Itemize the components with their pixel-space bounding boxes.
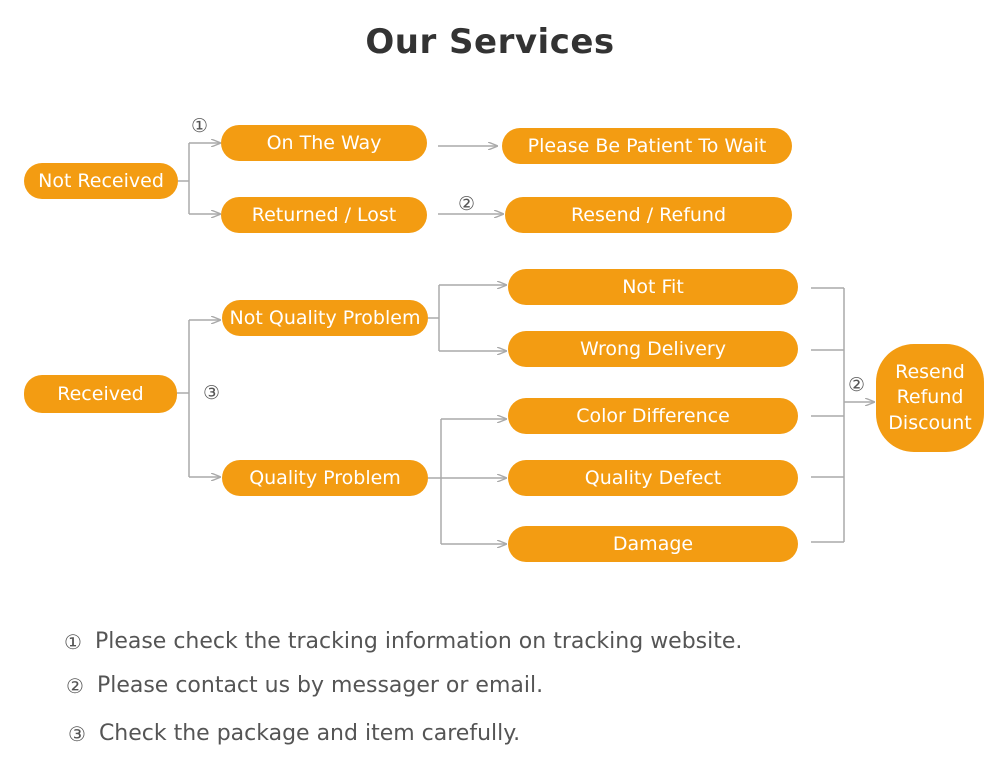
note-1-text: Please check the tracking information on… — [94, 629, 743, 654]
node-wrong-delivery: Wrong Delivery — [508, 331, 798, 367]
node-not-received: Not Received — [24, 163, 178, 199]
note-1: ① Please check the tracking information … — [64, 629, 742, 654]
node-received: Received — [24, 375, 177, 413]
node-please-wait: Please Be Patient To Wait — [502, 128, 792, 164]
outcome-resend: Resend — [895, 361, 965, 384]
node-on-the-way: On The Way — [221, 125, 427, 161]
node-color-difference: Color Difference — [508, 398, 798, 434]
node-returned-lost: Returned / Lost — [221, 197, 427, 233]
node-resend-refund: Resend / Refund — [505, 197, 792, 233]
node-not-quality-problem: Not Quality Problem — [222, 300, 428, 336]
note-3: ③ Check the package and item carefully. — [68, 721, 520, 746]
node-outcome: Resend Refund Discount — [876, 344, 984, 452]
note-2-text: Please contact us by messager or email. — [96, 673, 544, 698]
marker-3: ③ — [203, 382, 221, 404]
marker-2: ② — [458, 193, 476, 215]
marker-2-outcome: ② — [848, 374, 866, 396]
node-quality-problem: Quality Problem — [222, 460, 428, 496]
node-damage: Damage — [508, 526, 798, 562]
note-2: ② Please contact us by messager or email… — [66, 673, 543, 698]
outcome-discount: Discount — [888, 411, 972, 434]
page-title: Our Services — [365, 22, 615, 62]
note-1-number: ① — [64, 629, 82, 654]
node-quality-defect: Quality Defect — [508, 460, 798, 496]
note-3-number: ③ — [68, 721, 86, 746]
marker-1: ① — [191, 115, 209, 137]
note-3-text: Check the package and item carefully. — [98, 721, 521, 746]
node-not-fit: Not Fit — [508, 269, 798, 305]
note-2-number: ② — [66, 673, 84, 698]
outcome-refund: Refund — [896, 386, 964, 409]
